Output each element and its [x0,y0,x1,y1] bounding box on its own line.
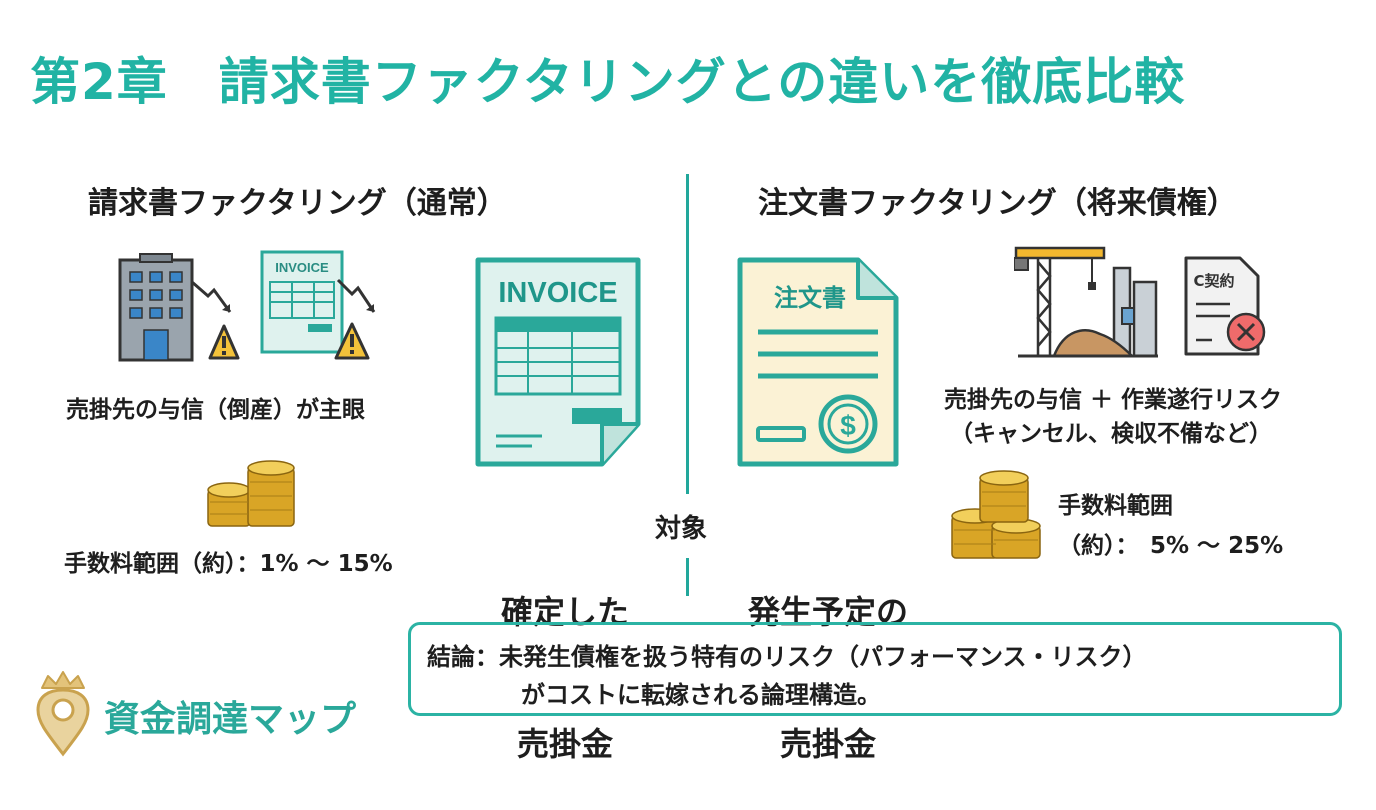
invoice-document-text: INVOICE [498,277,617,309]
coins-stack-icon [951,470,1041,559]
coins-icon [207,460,295,527]
brand-logo-icon [36,671,90,757]
order-document-icon: 注文書 $ [737,257,899,467]
right-fee-line1: 手数料範囲 [1058,493,1173,519]
right-risk-line1: 売掛先の与信 ＋ 作業遂行リスク [944,387,1283,413]
construction-icon [1014,246,1158,358]
conclusion-line1: 結論：未発生債権を扱う特有のリスク（パフォーマンス・リスク） [427,643,1147,671]
center-divider-bottom [686,558,689,596]
invoice-document-icon: INVOICE [475,257,641,467]
left-target-line2: 売掛金 [516,725,613,763]
invoice-icon-text: INVOICE [275,260,329,275]
left-risk-label: 売掛先の与信（倒産）が主眼 [66,397,365,423]
contract-text: C契約 [1193,272,1234,290]
brand-name: 資金調達マップ [104,699,357,740]
conclusion-box: 結論：未発生債権を扱う特有のリスク（パフォーマンス・リスク） がコストに転嫁され… [408,622,1342,716]
building-risk-icon [118,253,240,362]
contract-cancel-icon: C契約 [1184,256,1266,356]
invoice-risk-icon: INVOICE [260,250,376,360]
right-target-line2: 売掛金 [779,725,876,763]
target-label: 対象 [655,514,708,544]
order-document-text: 注文書 [774,284,846,312]
page-title: 第2章 請求書ファクタリングとの違いを徹底比較 [30,53,1186,111]
right-risk-line2: （キャンセル、検収不備など） [950,421,1272,447]
svg-text:$: $ [840,410,856,441]
right-heading: 注文書ファクタリング（将来債権） [758,186,1237,221]
left-heading: 請求書ファクタリング（通常） [88,186,507,221]
center-divider-top [686,174,689,494]
conclusion-line2: がコストに転嫁される論理構造。 [521,681,881,709]
left-fee-label: 手数料範囲（約）：1% ～ 15% [64,551,393,577]
right-fee-line2: （約）： 5% ～ 25% [1058,533,1284,559]
